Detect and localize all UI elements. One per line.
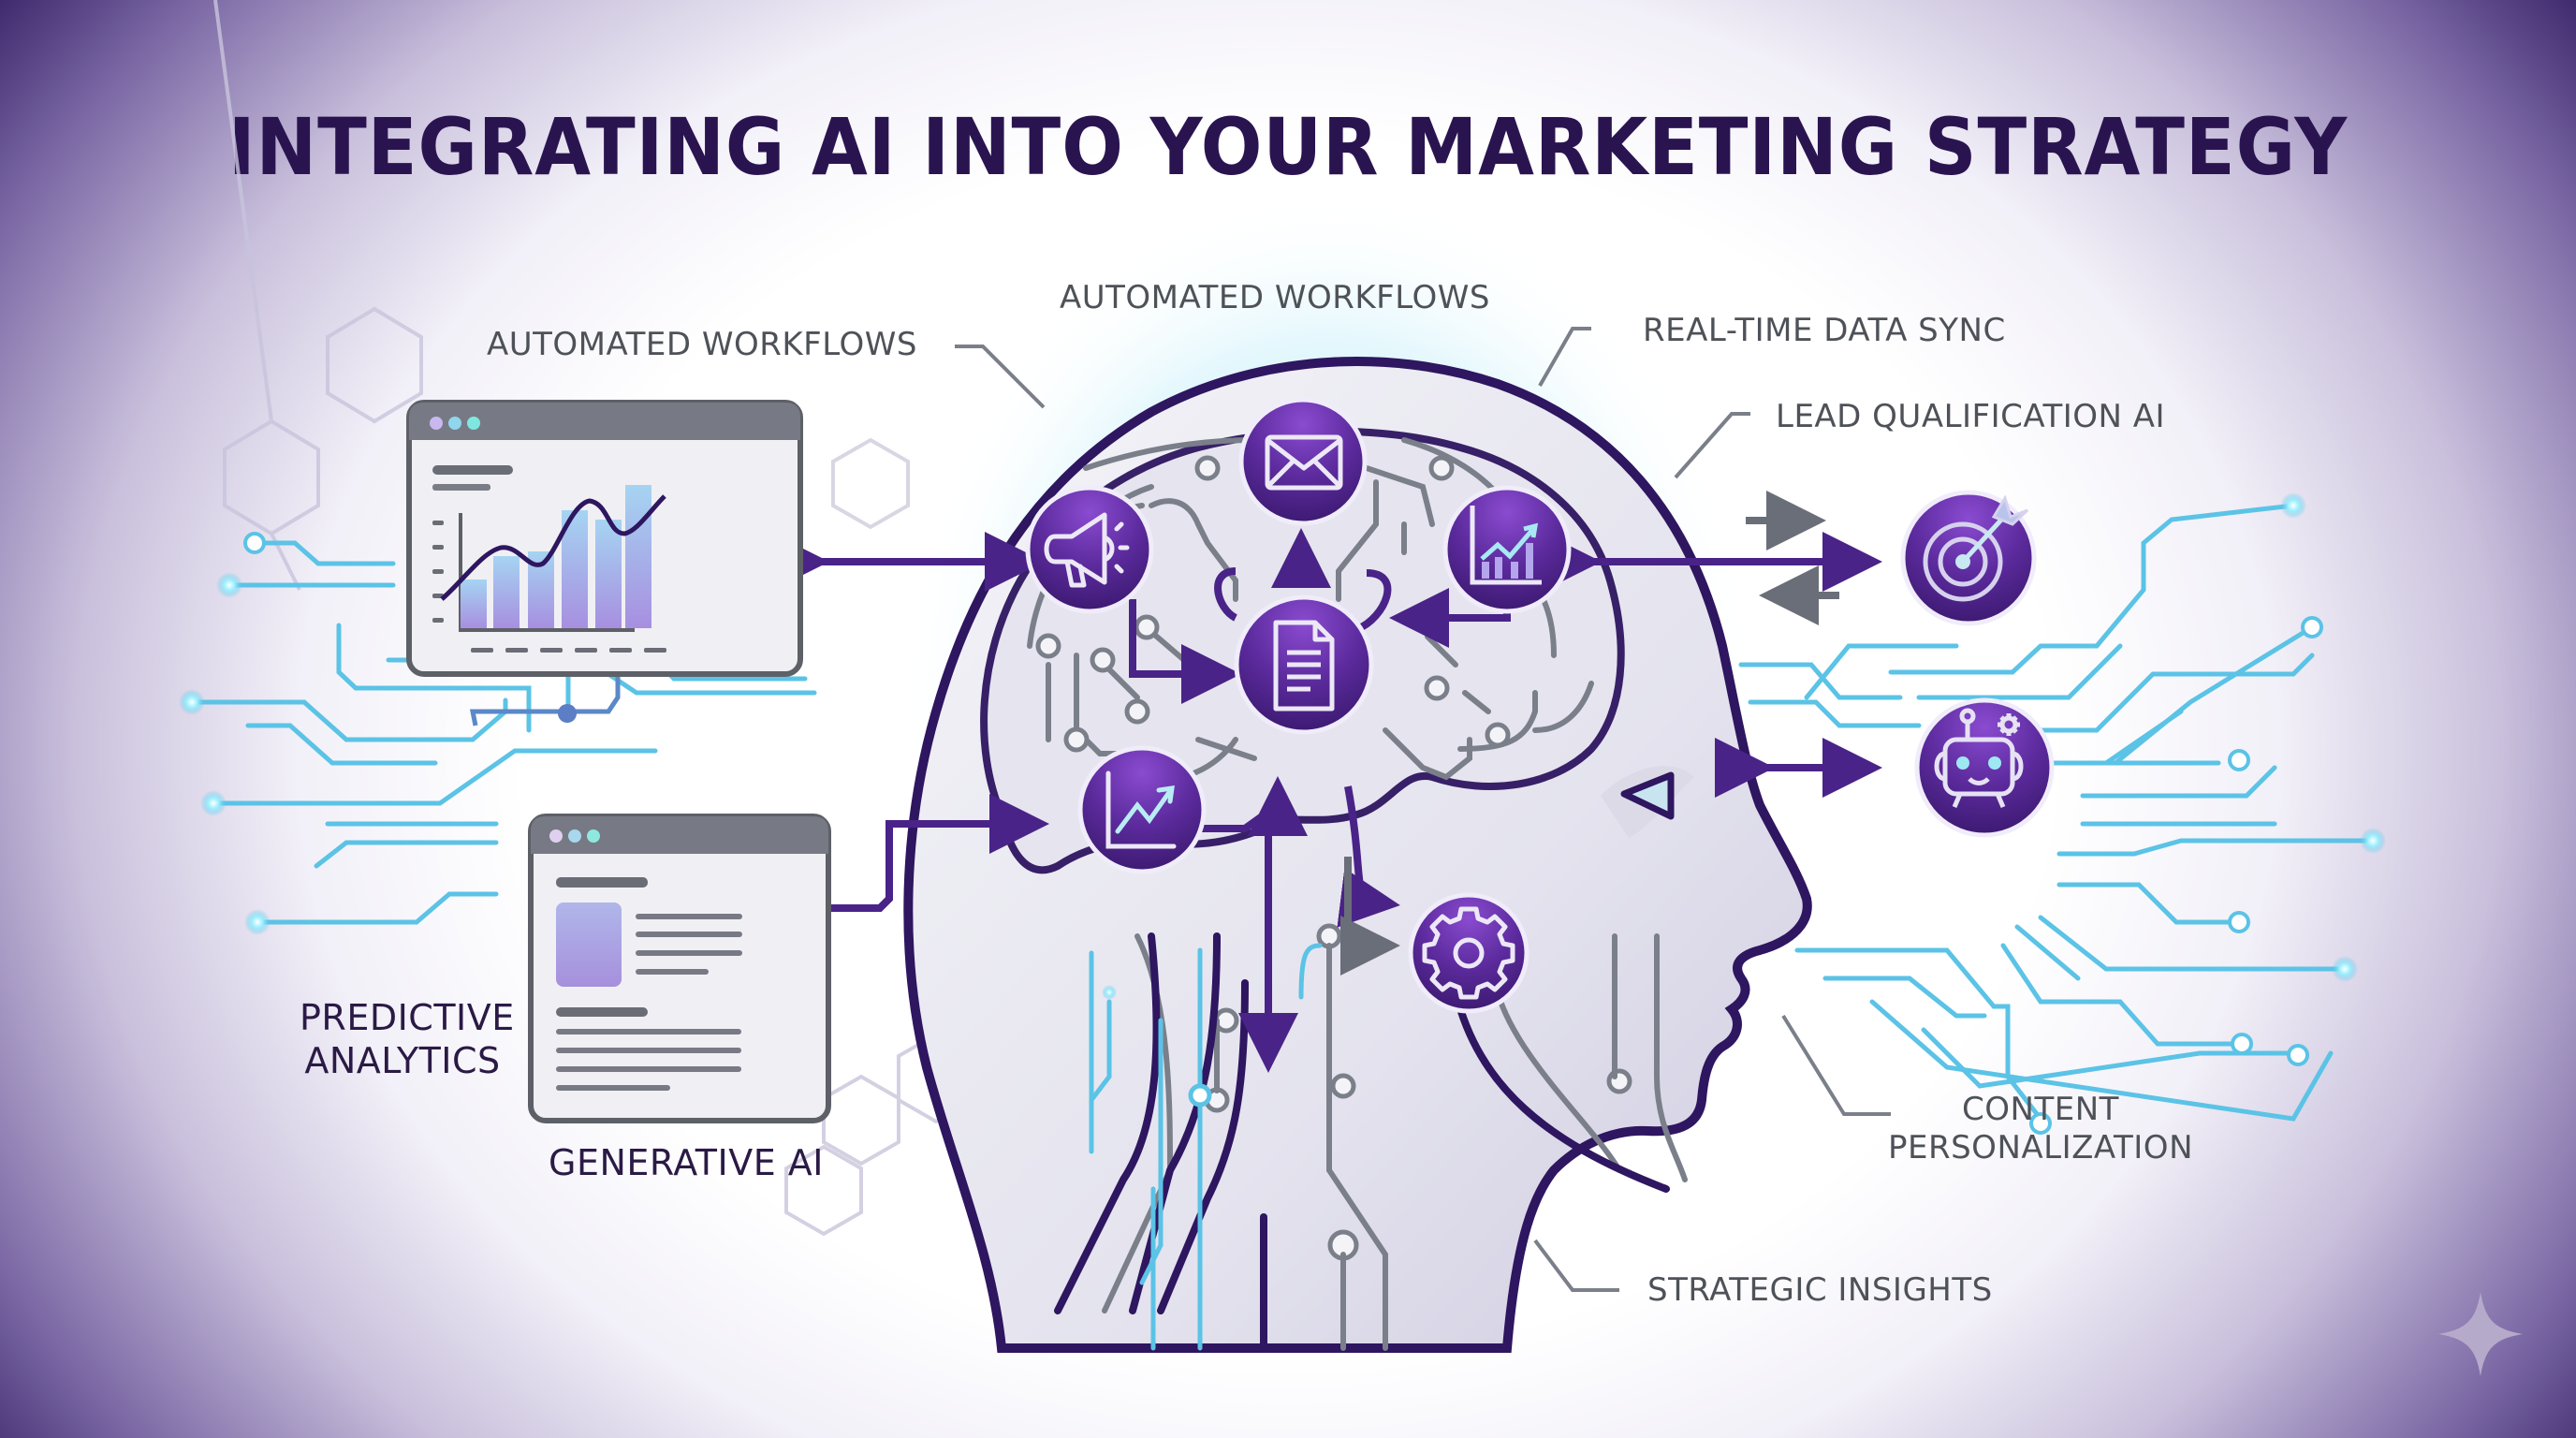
label-lead-qualification-ai: LEAD QUALIFICATION AI bbox=[1776, 398, 2166, 435]
page-title: INTEGRATING AI INTO YOUR MARKETING STRAT… bbox=[227, 101, 2349, 193]
label-predictive-analytics: PREDICTIVE ANALYTICS bbox=[300, 997, 515, 1082]
label-predictive-line1: PREDICTIVE bbox=[300, 997, 515, 1038]
chart-window[interactable] bbox=[406, 400, 803, 677]
x-axis-ticks bbox=[471, 648, 666, 653]
label-content-line2: PERSONALIZATION bbox=[1887, 1128, 2194, 1167]
node-document[interactable] bbox=[1234, 594, 1374, 735]
node-analytics[interactable] bbox=[1442, 485, 1572, 614]
node-settings[interactable] bbox=[1408, 892, 1530, 1014]
image-placeholder bbox=[556, 902, 622, 987]
content-heading-placeholder bbox=[556, 877, 648, 888]
chart-subtitle-placeholder bbox=[432, 484, 490, 491]
brain-circuit-nodes bbox=[1035, 455, 1632, 1261]
gray-arrows bbox=[1340, 491, 1839, 976]
neck-glow-node bbox=[1188, 1083, 1212, 1108]
circuit-junction-line bbox=[469, 627, 621, 726]
text-lines-placeholder bbox=[556, 914, 742, 1091]
megaphone-icon bbox=[1044, 512, 1130, 588]
neck-cyan-traces bbox=[1089, 943, 1323, 1351]
neck-purple-traces bbox=[1054, 932, 1670, 1352]
circuit-endpoints-right bbox=[2029, 492, 2386, 1135]
label-generative-ai: GENERATIVE AI bbox=[549, 1142, 825, 1183]
node-trend[interactable] bbox=[1077, 745, 1207, 874]
chart-bars bbox=[461, 485, 651, 628]
trend-line bbox=[440, 494, 666, 601]
window-dots bbox=[549, 829, 600, 843]
node-target[interactable] bbox=[1900, 490, 2037, 626]
circuit-endpoints-left bbox=[179, 532, 271, 935]
node-chatbot[interactable] bbox=[1914, 697, 2055, 838]
chart-title-placeholder bbox=[432, 465, 513, 475]
circuit-junction-dot bbox=[558, 704, 577, 723]
target-arrow-icon bbox=[1923, 494, 2029, 602]
label-predictive-line2: ANALYTICS bbox=[304, 1039, 501, 1081]
bar-chart-trend-icon bbox=[1470, 506, 1542, 585]
content-window[interactable] bbox=[528, 814, 831, 1123]
node-megaphone[interactable] bbox=[1025, 485, 1154, 614]
line-chart-trend-icon bbox=[1105, 770, 1177, 849]
neck-circuit-traces bbox=[1102, 933, 1688, 1351]
circuit-lines-right bbox=[1738, 503, 2376, 1122]
gear-icon bbox=[1422, 906, 1515, 1000]
envelope-icon bbox=[1265, 434, 1343, 491]
label-leader-lines bbox=[955, 327, 1891, 1292]
sparkle-icon bbox=[2438, 1292, 2523, 1376]
neck-glow-dot bbox=[1102, 985, 1117, 1000]
node-email[interactable] bbox=[1238, 397, 1368, 526]
eye-icon bbox=[1620, 771, 1675, 820]
hexagon-decoration-top-left bbox=[213, 0, 910, 591]
y-axis-ticks bbox=[432, 521, 444, 623]
label-real-time-data-sync: REAL-TIME DATA SYNC bbox=[1643, 312, 2006, 349]
robot-icon bbox=[1934, 708, 2024, 808]
document-icon bbox=[1273, 620, 1335, 712]
label-content-line1: CONTENT bbox=[1962, 1091, 2119, 1128]
label-content-personalization: CONTENT PERSONALIZATION bbox=[1881, 1091, 2200, 1167]
label-automated-workflows-left: AUTOMATED WORKFLOWS bbox=[487, 326, 917, 363]
label-strategic-insights: STRATEGIC INSIGHTS bbox=[1647, 1271, 1993, 1309]
window-dots bbox=[430, 417, 480, 430]
label-automated-workflows-top: AUTOMATED WORKFLOWS bbox=[1060, 279, 1490, 316]
